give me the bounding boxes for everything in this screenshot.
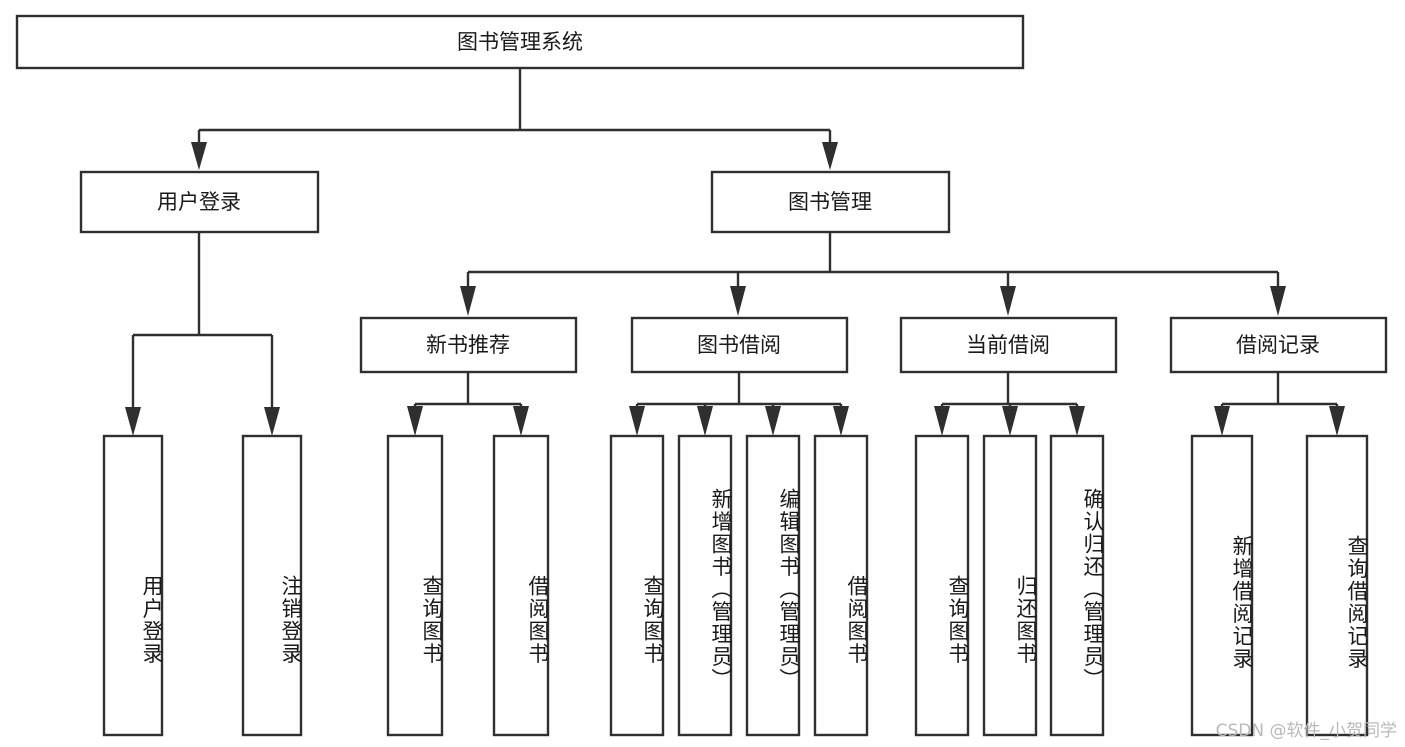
watermark-text: CSDN @软件_小贺同学 [1215, 721, 1397, 741]
node-leaf-query-record-box[interactable] [1305, 434, 1369, 737]
arrow-head-root-to-userlogin [191, 142, 207, 170]
node-leaf-edit-book-box[interactable] [745, 434, 801, 737]
arrow-head-bookmanage-to-bookborrow [730, 286, 746, 316]
node-leaf-query-book-3-box[interactable] [914, 434, 970, 737]
node-leaf-user-login-box[interactable] [102, 434, 164, 737]
node-borrow-record-box[interactable] [1169, 316, 1388, 374]
arrow-head-root-to-bookmanage [822, 142, 838, 170]
arrow-head-borrowrecord-leaf-2 [1329, 406, 1345, 436]
node-current-borrow-label: 当前借阅 [966, 333, 1050, 357]
arrow-head-currentborrow-leaf-2 [1002, 406, 1018, 436]
arrow-head-bookmanage-to-currentborrow [1000, 286, 1016, 316]
node-leaf-return-book-box[interactable] [982, 434, 1038, 737]
arrow-head-bookborrow-leaf-1 [629, 406, 645, 436]
node-leaf-logout-login-box[interactable] [241, 434, 303, 737]
node-current-borrow-box[interactable] [899, 316, 1118, 374]
arrow-head-bookborrow-leaf-2 [697, 406, 713, 436]
arrow-head-currentborrow-leaf-1 [934, 406, 950, 436]
arrow-head-bookmanage-to-newbook [460, 286, 476, 316]
node-leaf-add-record-box[interactable] [1190, 434, 1254, 737]
arrow-head-borrowrecord-leaf-1 [1214, 406, 1230, 436]
node-book-borrow-box[interactable] [630, 316, 849, 374]
node-new-book-recommend-label: 新书推荐 [426, 333, 510, 357]
node-user-login-label: 用户登录 [157, 190, 241, 214]
node-leaf-query-book-2-box[interactable] [609, 434, 665, 737]
arrow-head-bookborrow-leaf-4 [833, 406, 849, 436]
arrow-head-userlogin-leaf-1 [125, 407, 141, 436]
node-leaf-confirm-return-box[interactable] [1049, 434, 1105, 737]
node-leaf-borrow-book-2-box[interactable] [813, 434, 869, 737]
node-root-label: 图书管理系统 [457, 30, 583, 54]
node-book-manage-box[interactable] [710, 170, 951, 234]
node-new-book-recommend-box[interactable] [359, 316, 578, 374]
arrow-head-userlogin-leaf-2 [264, 407, 280, 436]
arrow-head-newbook-leaf-2 [513, 406, 529, 436]
node-book-manage-label: 图书管理 [788, 190, 872, 214]
arrow-head-currentborrow-leaf-3 [1069, 406, 1085, 436]
node-borrow-record-label: 借阅记录 [1236, 333, 1320, 357]
arrow-head-newbook-leaf-1 [407, 406, 423, 436]
node-leaf-query-book-1-box[interactable] [386, 434, 444, 737]
node-leaf-borrow-book-1-box[interactable] [492, 434, 550, 737]
node-book-borrow-label: 图书借阅 [697, 333, 781, 357]
arrow-head-bookmanage-to-borrowrecord [1270, 286, 1286, 316]
node-leaf-add-book-box[interactable] [677, 434, 733, 737]
arrow-head-bookborrow-leaf-3 [765, 406, 781, 436]
node-root-box[interactable] [15, 14, 1025, 70]
